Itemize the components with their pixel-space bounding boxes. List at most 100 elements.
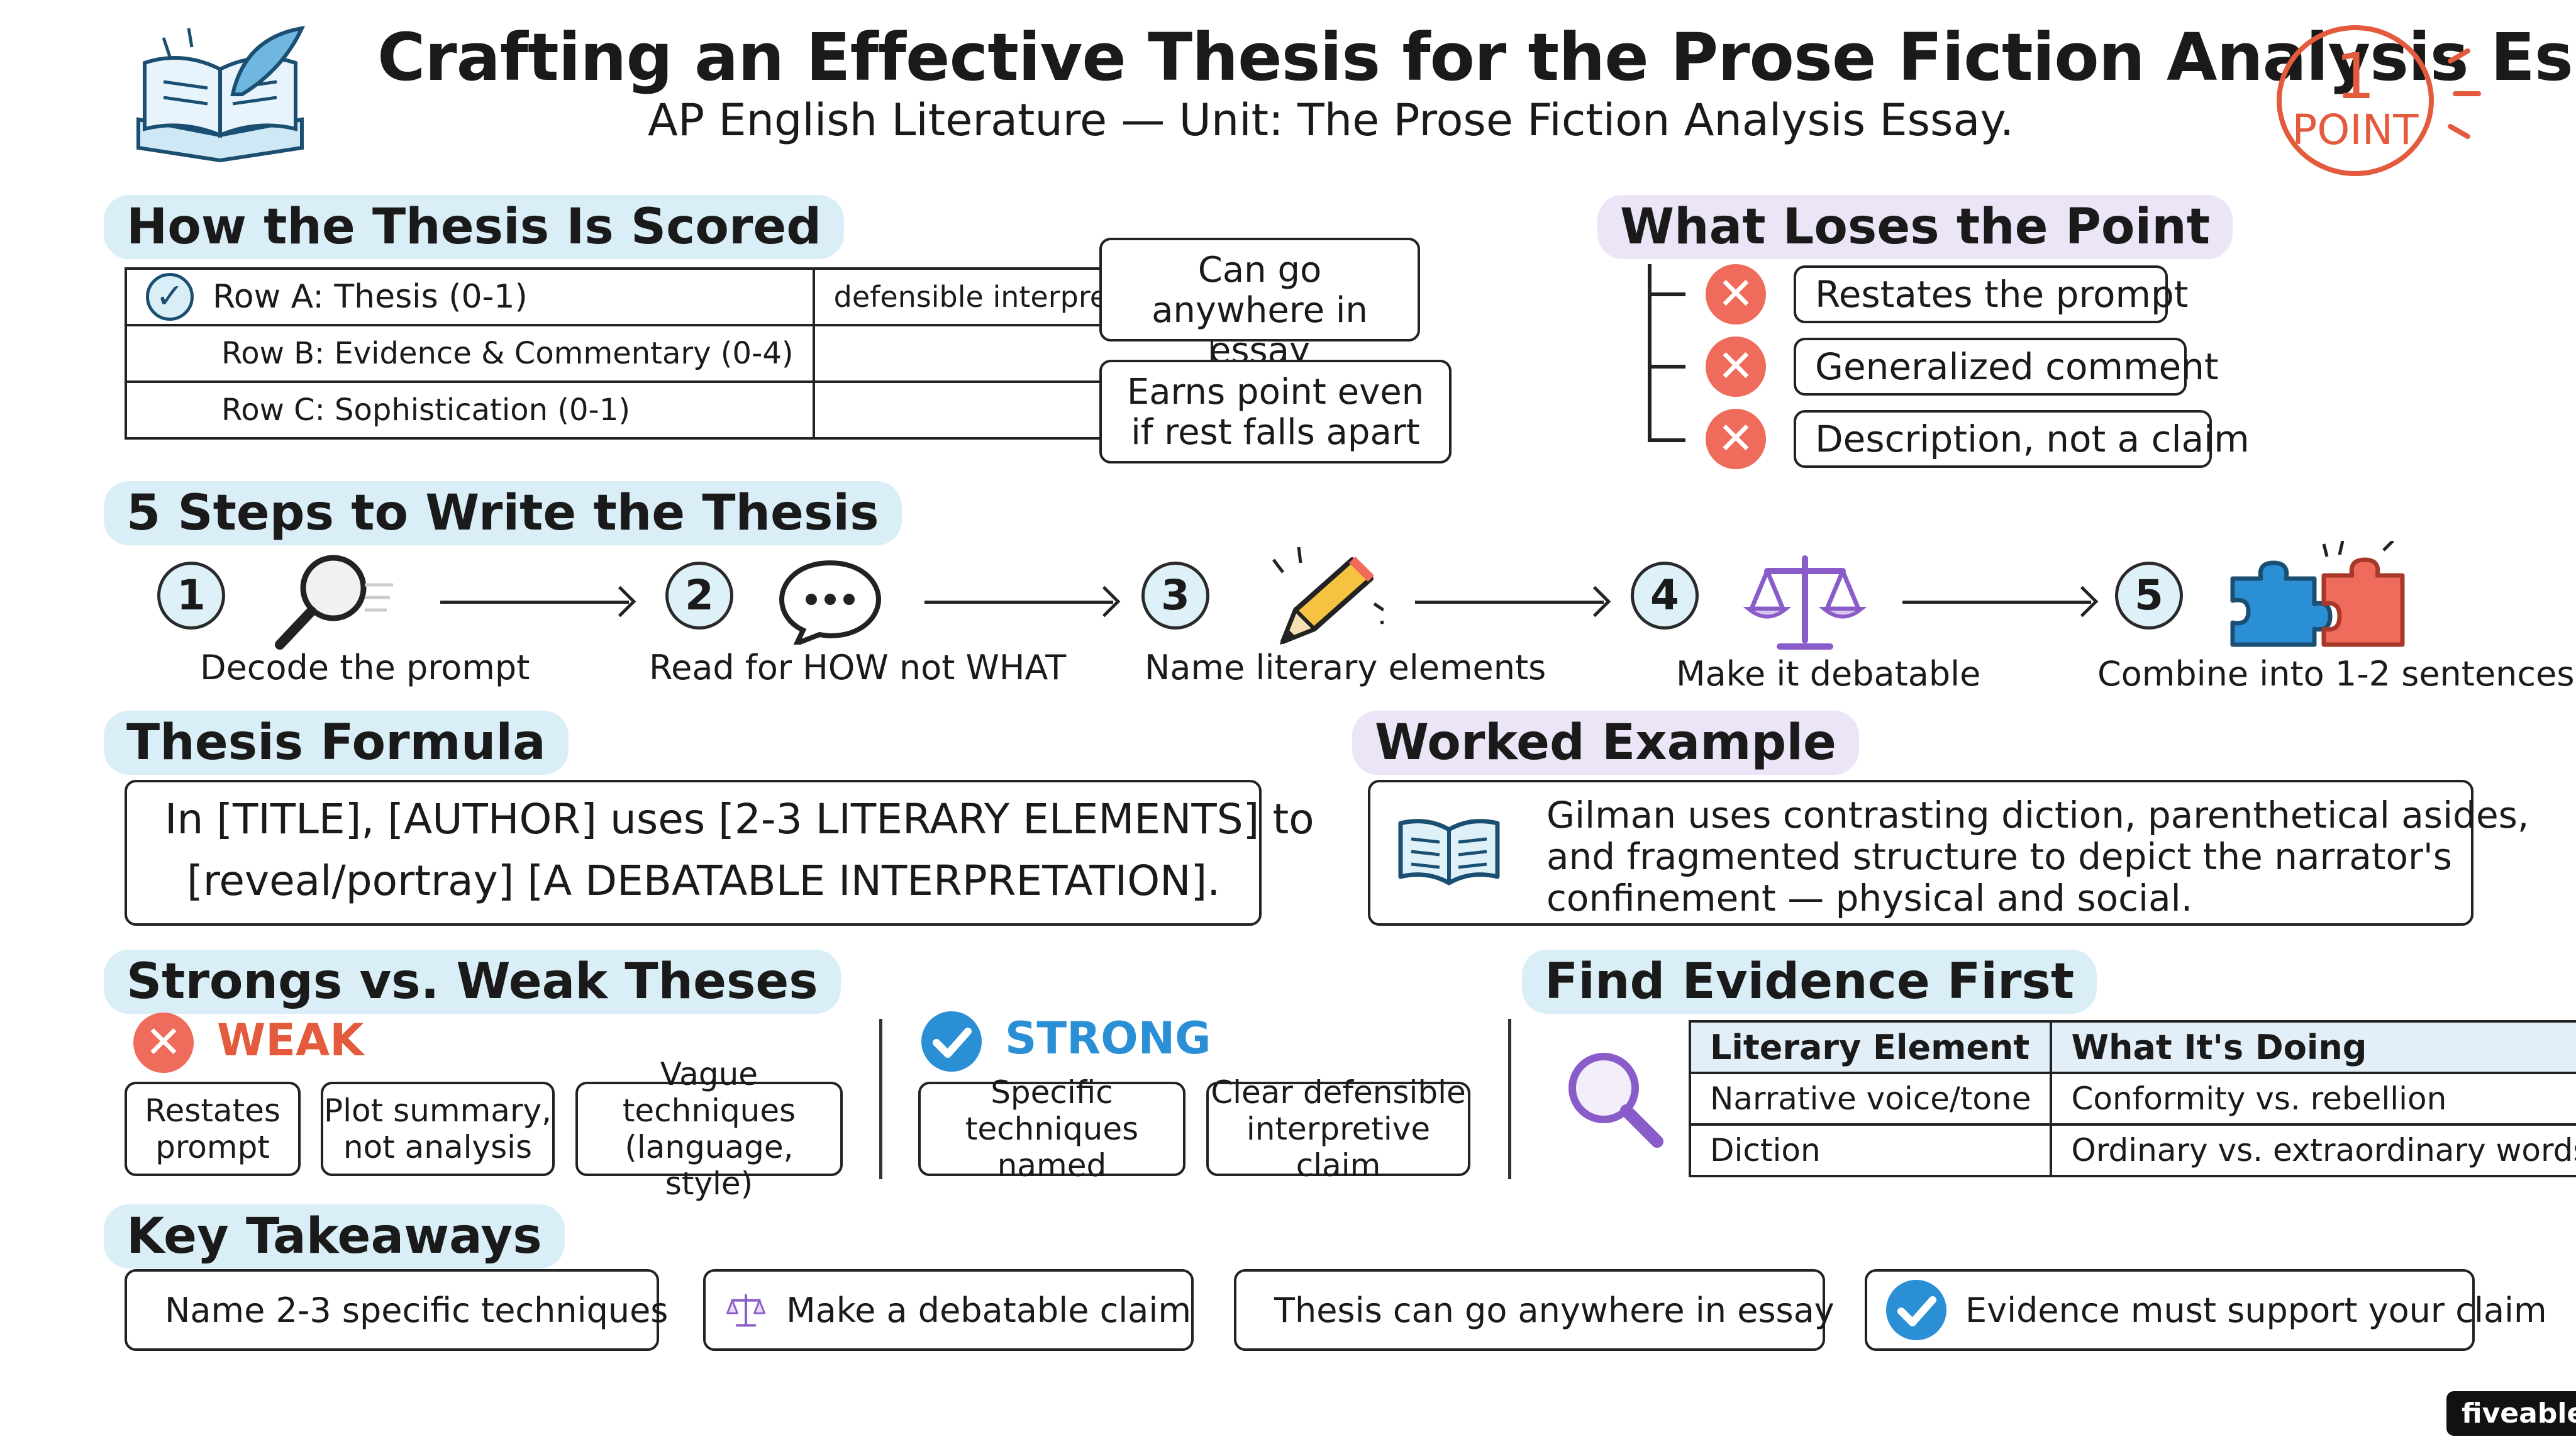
formula-box: In [TITLE], [AUTHOR] uses [2-3 LITERARY …	[125, 780, 1314, 926]
formula-line: In [TITLE], [AUTHOR] uses [2-3 LITERARY …	[165, 795, 1314, 843]
magnifier-icon	[275, 555, 393, 650]
badge-ray	[2446, 123, 2472, 140]
divider	[1508, 1019, 1511, 1179]
checkmark-icon	[1886, 1280, 1946, 1340]
takeaway-text: Make a debatable claim	[786, 1290, 1191, 1330]
scoring-row-label: Row A: Thesis (0-1)	[213, 278, 528, 316]
evidence-heading: Find Evidence First	[1522, 950, 2097, 1014]
steps-heading: 5 Steps to Write the Thesis	[104, 481, 902, 545]
badge-word: POINT	[2292, 106, 2419, 154]
scales-icon	[1743, 555, 1867, 650]
takeaways-heading: Key Takeaways	[104, 1204, 565, 1269]
divider	[879, 1019, 882, 1179]
brand-logo: fiveable	[2446, 1391, 2576, 1436]
scoring-heading: How the Thesis Is Scored	[104, 195, 845, 259]
formula-heading: Thesis Formula	[104, 711, 569, 775]
weak-item: Vague techniques(language, style)	[575, 1056, 843, 1202]
takeaway-item: Name 2-3 specific techniques	[125, 1269, 668, 1351]
takeaway-text: Thesis can go anywhere in essay	[1274, 1290, 1835, 1330]
arrow-right	[924, 601, 1113, 604]
weak-item-line: Vague techniques	[622, 1056, 796, 1129]
scales-icon	[726, 1294, 766, 1326]
check-icon: ✓	[146, 273, 194, 321]
step-label: Combine into 1-2 sentences	[2097, 654, 2575, 694]
tree-branch	[1648, 438, 1685, 442]
x-icon: ✕	[1706, 336, 1766, 397]
step-label: Make it debatable	[1676, 654, 1981, 694]
pencil-icon	[1272, 547, 1384, 645]
checkmark-icon	[921, 1011, 982, 1072]
evidence-element: Diction	[1688, 1123, 2053, 1177]
example-heading: Worked Example	[1352, 711, 1859, 775]
strong-label: STRONG	[1005, 1013, 1211, 1064]
tree-connector	[1648, 264, 1652, 440]
example-line: Gilman uses contrasting diction, parenth…	[1546, 794, 2529, 836]
theses-heading: Strongs vs. Weak Theses	[104, 950, 841, 1014]
strong-item-line: interpretive claim	[1246, 1111, 1431, 1184]
table-row: Row C: Sophistication (0-1)	[125, 380, 1214, 440]
table-row: Narrative voice/tone Conformity vs. rebe…	[1688, 1072, 2576, 1126]
weak-item: Plot summary,not analysis	[321, 1082, 555, 1176]
scoring-callout: Earns point even if rest falls apart	[1099, 360, 1452, 464]
evidence-doing: Conformity vs. rebellion	[2050, 1072, 2576, 1126]
x-icon: ✕	[1706, 264, 1766, 325]
weak-item-line: Plot summary,	[324, 1092, 552, 1129]
x-icon: ✕	[1706, 409, 1766, 469]
example-box: Gilman uses contrasting diction, parenth…	[1368, 780, 2529, 926]
lose-item: Restates the prompt	[1794, 265, 2189, 323]
takeaway-item: Evidence must support your claim	[1865, 1269, 2547, 1351]
evidence-element: Narrative voice/tone	[1688, 1072, 2053, 1126]
column-header: What It's Doing	[2050, 1020, 2576, 1074]
point-badge: 1 POINT	[2277, 25, 2434, 176]
arrow-right	[1415, 601, 1604, 604]
scoring-table: ✓Row A: Thesis (0-1) defensible interpre…	[125, 267, 1214, 440]
badge-number: 1	[2335, 40, 2375, 113]
step-number: 3	[1141, 562, 1209, 630]
open-book-icon	[1398, 819, 1500, 886]
lose-item: Description, not a claim	[1794, 410, 2250, 468]
evidence-doing: Ordinary vs. extraordinary words	[2050, 1123, 2576, 1177]
badge-ray	[2453, 91, 2481, 96]
puzzle-icon	[2230, 541, 2405, 647]
weak-item-line: not analysis	[343, 1129, 533, 1165]
weak-item-line: (language, style)	[625, 1129, 794, 1202]
step-label: Read for HOW not WHAT	[649, 648, 1067, 687]
takeaway-text: Evidence must support your claim	[1965, 1290, 2547, 1330]
step-number: 1	[157, 562, 225, 630]
takeaway-item: Thesis can go anywhere in essay	[1234, 1269, 1835, 1351]
weak-item-line: prompt	[155, 1129, 270, 1165]
step-label: Name literary elements	[1145, 648, 1546, 687]
table-header-row: Literary Element What It's Doing	[1688, 1020, 2576, 1074]
arrow-right	[1902, 601, 2091, 604]
step-number: 5	[2115, 562, 2183, 630]
arrow-right	[440, 601, 629, 604]
scoring-callout: Can go anywhere in essay	[1099, 238, 1420, 371]
table-row: Row B: Evidence & Commentary (0-4)	[125, 324, 1214, 383]
evidence-table: Literary Element What It's Doing Narrati…	[1688, 1020, 2576, 1177]
magnifier-icon	[1568, 1053, 1663, 1148]
column-header: Literary Element	[1688, 1020, 2053, 1074]
strong-item-line: techniques named	[965, 1111, 1139, 1184]
tree-branch	[1648, 292, 1685, 296]
step-label: Decode the prompt	[200, 648, 530, 687]
loses-heading: What Loses the Point	[1597, 195, 2233, 259]
scoring-row-label: Row B: Evidence & Commentary (0-4)	[125, 324, 815, 383]
speech-bubble-icon	[779, 560, 882, 645]
step-number: 4	[1631, 562, 1699, 630]
open-book-feather-icon	[136, 26, 306, 163]
example-line: confinement — physical and social.	[1546, 877, 2193, 919]
weak-label: WEAK	[217, 1014, 364, 1066]
table-row: Diction Ordinary vs. extraordinary words	[1688, 1123, 2576, 1177]
strong-item-line: Specific	[991, 1074, 1113, 1111]
example-line: and fragmented structure to depict the n…	[1546, 835, 2452, 878]
table-row: ✓Row A: Thesis (0-1) defensible interpre…	[125, 267, 1214, 326]
page-subtitle: AP English Literature — Unit: The Prose …	[648, 94, 2014, 146]
x-icon: ✕	[133, 1013, 194, 1073]
lose-item: Generalized comment	[1794, 338, 2219, 396]
step-number: 2	[665, 562, 733, 630]
strong-item-line: Clear defensible	[1211, 1074, 1466, 1111]
tree-branch	[1648, 365, 1685, 369]
